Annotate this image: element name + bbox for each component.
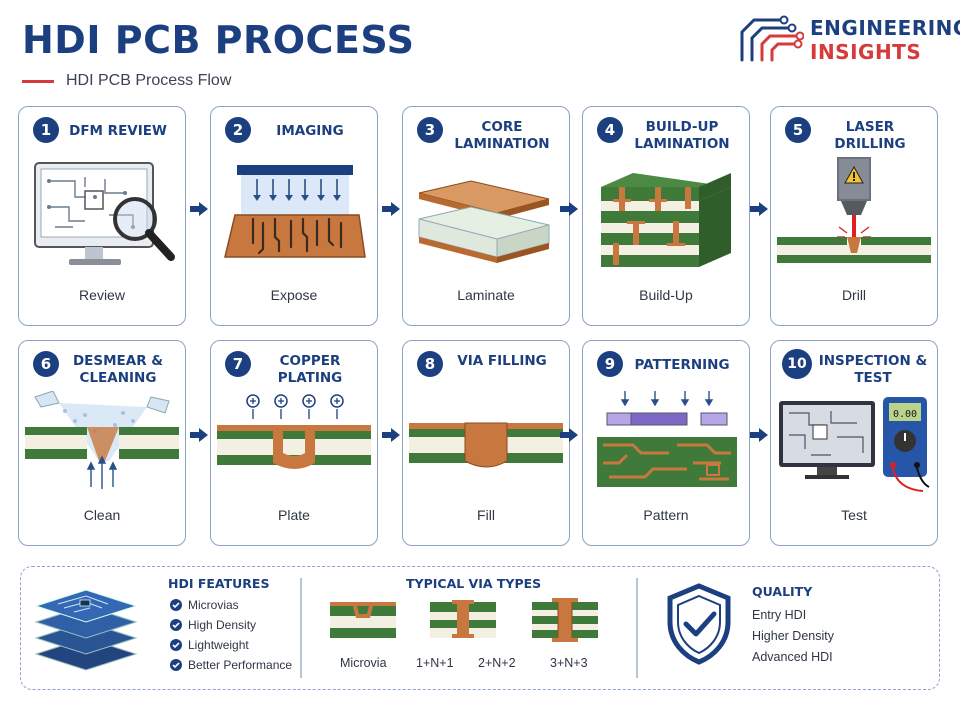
step-number: 3 — [417, 117, 443, 143]
step-number: 6 — [33, 351, 59, 377]
step-title: PATTERNING — [634, 357, 730, 373]
flow-arrow-icon — [750, 428, 768, 442]
laminate-stack-icon — [418, 180, 550, 263]
step-caption: Expose — [270, 287, 318, 303]
step-title: LASER DRILLING — [834, 119, 906, 152]
logo-text-insights: INSIGHTS — [810, 40, 922, 64]
step-number: 5 — [785, 117, 811, 143]
step-caption: Plate — [278, 507, 310, 523]
step-title: COPPER PLATING — [277, 353, 343, 386]
step-caption: Test — [841, 507, 867, 523]
step-title: BUILD-UP LAMINATION — [634, 119, 730, 152]
step-card-patterning: 9 PATTERNING Pattern — [582, 340, 750, 546]
step-caption: Drill — [841, 287, 867, 303]
feature-item: Microvias — [170, 598, 239, 612]
exposure-lamp-icon — [224, 165, 366, 258]
monitor-magnifier-icon — [34, 162, 175, 265]
step-title: VIA FILLING — [457, 353, 547, 369]
cleaning-spray-icon — [25, 391, 179, 489]
via-type-label: Microvia — [340, 656, 387, 670]
step-title: IMAGING — [276, 123, 344, 139]
layered-board-icon — [34, 589, 138, 671]
via-type-label: 3+N+3 — [550, 656, 588, 670]
step-title: DFM REVIEW — [69, 123, 167, 139]
step-card-core-lamination: 3 CORE LAMINATION Laminate — [402, 106, 570, 326]
multimeter-icon: 0.00 — [779, 397, 930, 492]
step-caption: Review — [79, 287, 125, 303]
feature-label: Better Performance — [188, 658, 293, 672]
step-card-via-filling: 8 VIA FILLING Fill — [402, 340, 570, 546]
page-subtitle: HDI PCB Process Flow — [66, 72, 232, 89]
laser-drill-icon — [777, 157, 931, 263]
step-number: 9 — [597, 351, 623, 377]
flow-arrow-icon — [190, 202, 208, 216]
step-title: CORE LAMINATION — [454, 119, 550, 152]
check-icon — [170, 599, 182, 611]
step-title: DESMEAR & CLEANING — [72, 353, 164, 386]
step-number: 1 — [33, 117, 59, 143]
step-caption: Laminate — [457, 287, 515, 303]
microvia-icon — [330, 602, 396, 638]
step-card-laser-drilling: 5 LASER DRILLING Drill — [770, 106, 938, 326]
summary-panel — [20, 566, 940, 690]
quality-item: Higher Density — [752, 629, 834, 643]
via-3n3-icon — [532, 598, 598, 642]
feature-item: Better Performance — [170, 658, 292, 672]
circuit-logo-icon — [740, 15, 804, 62]
step-card-imaging: 2 IMAGING Expose — [210, 106, 378, 326]
via-types-heading: TYPICAL VIA TYPES — [406, 576, 542, 591]
check-icon — [170, 619, 182, 631]
via-type-label: 1+N+1 — [416, 656, 454, 670]
step-caption: Clean — [83, 507, 121, 523]
step-caption: Pattern — [643, 507, 689, 523]
flow-arrow-icon — [560, 202, 578, 216]
step-number: 10 — [782, 349, 812, 379]
step-card-copper-plating: 7 COPPER PLATING Plate — [210, 340, 378, 546]
via-type-label: 2+N+2 — [478, 656, 516, 670]
feature-label: Microvias — [188, 598, 239, 612]
step-number: 2 — [225, 117, 251, 143]
section-divider — [300, 578, 302, 678]
feature-label: High Density — [188, 618, 257, 632]
step-card-buildup-lamination: 4 BUILD-UP LAMINATION Build-Up — [582, 106, 750, 326]
step-number: 7 — [225, 351, 251, 377]
quality-item: Entry HDI — [752, 608, 807, 622]
feature-item: Lightweight — [170, 638, 249, 652]
step-number: 4 — [597, 117, 623, 143]
via-1n1-icon — [430, 600, 496, 638]
step-caption: Fill — [477, 507, 495, 523]
quality-item: Advanced HDI — [752, 650, 833, 664]
via-fill-icon — [409, 422, 563, 468]
svg-text:0.00: 0.00 — [893, 409, 917, 420]
flow-arrow-icon — [382, 202, 400, 216]
flow-arrow-icon — [190, 428, 208, 442]
feature-item: High Density — [170, 618, 256, 632]
page-title: HDI PCB PROCESS — [22, 18, 415, 62]
step-card-desmear-cleaning: 6 DESMEAR & CLEANING Clean — [18, 340, 186, 546]
check-icon — [170, 639, 182, 651]
quality-heading: QUALITY — [752, 584, 813, 599]
check-icon — [170, 659, 182, 671]
flow-arrow-icon — [560, 428, 578, 442]
feature-label: Lightweight — [188, 638, 249, 652]
step-number: 8 — [417, 351, 443, 377]
shield-check-icon — [667, 583, 731, 665]
features-heading: HDI FEATURES — [168, 576, 270, 591]
logo-text-engineering: ENGINEERING — [810, 16, 960, 40]
plating-ions-icon — [217, 394, 371, 469]
step-caption: Build-Up — [639, 287, 693, 303]
pattern-mask-icon — [597, 391, 737, 487]
flow-arrow-icon — [382, 428, 400, 442]
step-card-dfm-review: 1 DFM REVIEW Review — [18, 106, 186, 326]
buildup-stack-icon — [601, 173, 731, 267]
subtitle-accent-line — [22, 80, 54, 83]
flow-arrow-icon — [750, 202, 768, 216]
step-card-inspection-test: 10 INSPECTION & TEST 0.00 Test — [770, 340, 938, 546]
section-divider — [636, 578, 638, 678]
step-title: INSPECTION & TEST — [818, 353, 928, 386]
